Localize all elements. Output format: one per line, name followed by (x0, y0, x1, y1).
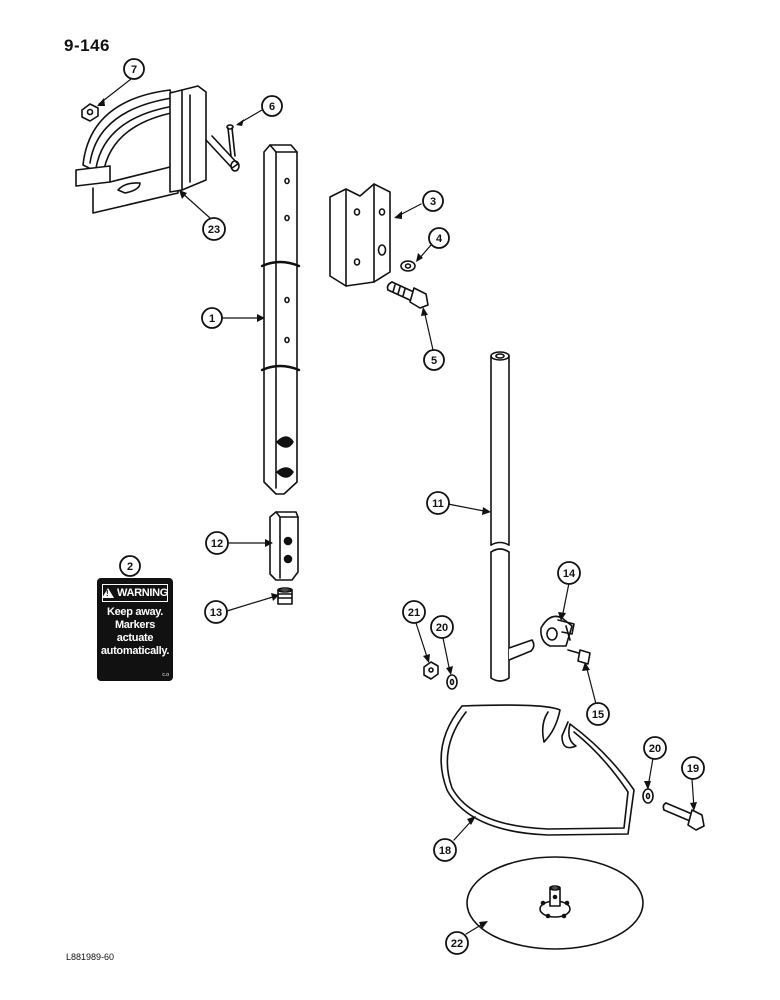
part-13-set-screw (277, 587, 293, 605)
callout-18: 18 (433, 838, 457, 862)
part-11-round-tube (490, 351, 535, 682)
callout-15: 15 (586, 702, 610, 726)
svg-text:19: 19 (687, 763, 699, 775)
svg-text:4: 4 (436, 233, 443, 245)
part-14-clamp (540, 615, 575, 647)
callout-19: 19 (681, 756, 705, 780)
part-18-wire-guard (440, 704, 635, 836)
warning-triangle-icon: ! (101, 588, 114, 598)
callout-22: 22 (445, 931, 469, 955)
svg-text:6: 6 (269, 101, 275, 113)
leader-lines (98, 78, 695, 935)
warning-line-2: Markers (114, 619, 156, 631)
part-22-disc (466, 856, 644, 950)
reference-code: L881989-60 (66, 952, 115, 962)
callout-20-lower: 20 (643, 736, 667, 760)
part-7-nut (81, 103, 99, 122)
warning-header: ! WARNING (101, 584, 169, 602)
part-4-washer (400, 260, 416, 272)
callout-20-upper: 20 (430, 615, 454, 639)
callout-13: 13 (204, 600, 228, 624)
svg-text:1: 1 (209, 313, 215, 325)
callout-4: 4 (428, 227, 450, 249)
warning-line-3: actuate (116, 632, 154, 644)
svg-text:15: 15 (592, 709, 604, 721)
warning-title: WARNING (116, 587, 169, 599)
part-21-nut (423, 661, 439, 680)
svg-text:2: 2 (127, 561, 133, 573)
callout-5: 6 (261, 95, 283, 117)
svg-text:22: 22 (451, 938, 463, 950)
svg-text:13: 13 (210, 607, 222, 619)
svg-text:20: 20 (436, 622, 448, 634)
svg-text:12: 12 (211, 538, 223, 550)
part-23-curved-bracket (75, 85, 240, 214)
callout-12: 12 (205, 531, 229, 555)
warning-line-1: Keep away. (106, 606, 164, 618)
part-20-washer-lower (642, 788, 654, 804)
callout-14: 14 (557, 561, 581, 585)
svg-text:5: 5 (431, 355, 437, 367)
part-1-square-tube (260, 144, 301, 495)
svg-text:21: 21 (408, 607, 420, 619)
part-6-bolt (386, 281, 429, 309)
svg-text:18: 18 (439, 845, 451, 857)
svg-text:7: 7 (131, 64, 137, 76)
warning-code: c.o (162, 672, 169, 678)
callout-6: 5 (423, 349, 445, 371)
svg-text:11: 11 (432, 498, 444, 510)
callout-21: 21 (402, 600, 426, 624)
svg-text:3: 3 (430, 196, 436, 208)
callout-11: 11 (426, 491, 450, 515)
part-20-washer-upper (446, 674, 458, 690)
svg-text:23: 23 (208, 224, 220, 236)
callout-markers: 7 6 3 4 5 1 23 11 12 2 13 14 21 20 15 20… (119, 58, 705, 955)
svg-text:20: 20 (649, 743, 661, 755)
callout-23: 23 (202, 217, 226, 241)
part-19-bolt (662, 802, 705, 831)
part-5-pin (226, 124, 236, 157)
leader-arrowheads (97, 98, 697, 929)
callout-1: 1 (201, 307, 223, 329)
callout-2: 2 (119, 555, 141, 577)
page-number: 9-146 (64, 36, 110, 55)
part-15-square-bolt (567, 649, 591, 665)
svg-text:14: 14 (563, 568, 576, 580)
part-3-clamp-plate (329, 183, 391, 287)
warning-decal: ! WARNING Keep away. Markers actuate aut… (97, 578, 173, 681)
part-12-tube-insert (269, 511, 299, 581)
callout-7: 7 (123, 58, 145, 80)
warning-line-4: automatically. (100, 645, 170, 657)
callout-3: 3 (422, 190, 444, 212)
